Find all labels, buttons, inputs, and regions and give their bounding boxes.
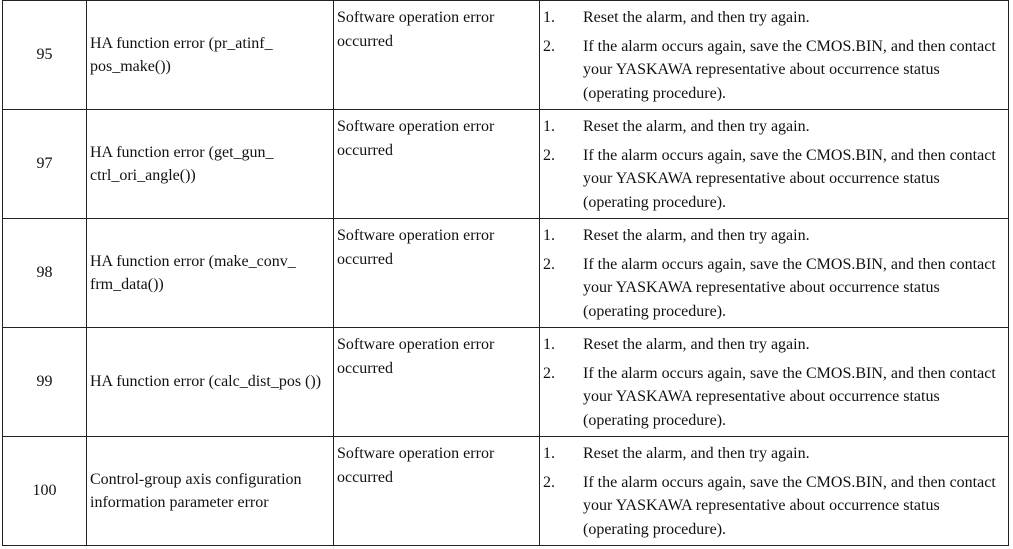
remedy-text: Reset the alarm, and then try again. — [583, 118, 810, 135]
alarm-remedy: 1. Reset the alarm, and then try again. … — [539, 0, 1009, 110]
remedy-text: If the alarm occurs again, save the CMOS… — [583, 37, 996, 102]
remedy-item: 1. Reset the alarm, and then try again. — [543, 442, 1000, 466]
alarm-code: 97 — [2, 109, 87, 219]
alarm-remedy: 1. Reset the alarm, and then try again. … — [539, 327, 1009, 437]
alarm-code: 99 — [2, 327, 87, 437]
remedy-number: 1. — [543, 9, 555, 26]
alarm-code: 100 — [2, 436, 87, 546]
table-row: 100 Control-group axis configuration inf… — [2, 436, 1009, 546]
remedy-number: 2. — [543, 364, 555, 382]
alarm-meaning: HA function error (calc_dist_pos ()) — [86, 327, 334, 437]
alarm-remedy: 1. Reset the alarm, and then try again. … — [539, 218, 1009, 328]
remedy-item: 2. If the alarm occurs again, save the C… — [543, 144, 1000, 215]
remedy-text: Reset the alarm, and then try again. — [583, 9, 810, 26]
remedy-item: 1. Reset the alarm, and then try again. — [543, 224, 1000, 248]
remedy-text: If the alarm occurs again, save the CMOS… — [583, 364, 996, 429]
alarm-meaning: HA function error (get_gun_ ctrl_ori_ang… — [86, 109, 334, 219]
alarm-cause: Software operation error occurred — [333, 436, 540, 546]
table-row: 95 HA function error (pr_atinf_ pos_make… — [2, 0, 1009, 110]
remedy-number: 1. — [543, 336, 555, 353]
alarm-cause: Software operation error occurred — [333, 0, 540, 110]
alarm-cause: Software operation error occurred — [333, 327, 540, 437]
alarm-code: 98 — [2, 218, 87, 328]
remedy-number: 1. — [543, 445, 555, 462]
alarm-code: 95 — [2, 0, 87, 110]
remedy-number: 2. — [543, 146, 555, 164]
remedy-number: 1. — [543, 118, 555, 135]
alarm-cause: Software operation error occurred — [333, 109, 540, 219]
remedy-text: If the alarm occurs again, save the CMOS… — [583, 146, 996, 211]
table-row: 99 HA function error (calc_dist_pos ()) … — [2, 327, 1009, 437]
table-row: 97 HA function error (get_gun_ ctrl_ori_… — [2, 109, 1009, 219]
alarm-cause: Software operation error occurred — [333, 218, 540, 328]
table-row: 98 HA function error (make_conv_ frm_dat… — [2, 218, 1009, 328]
remedy-item: 2. If the alarm occurs again, save the C… — [543, 471, 1000, 542]
remedy-number: 2. — [543, 255, 555, 273]
remedy-number: 1. — [543, 227, 555, 244]
remedy-text: Reset the alarm, and then try again. — [583, 445, 810, 462]
remedy-text: If the alarm occurs again, save the CMOS… — [583, 473, 996, 538]
remedy-item: 2. If the alarm occurs again, save the C… — [543, 35, 1000, 106]
remedy-item: 1. Reset the alarm, and then try again. — [543, 6, 1000, 30]
alarm-meaning: Control-group axis configuration informa… — [86, 436, 334, 546]
alarm-remedy: 1. Reset the alarm, and then try again. … — [539, 436, 1009, 546]
remedy-text: Reset the alarm, and then try again. — [583, 227, 810, 244]
remedy-item: 2. If the alarm occurs again, save the C… — [543, 253, 1000, 324]
alarm-meaning: HA function error (make_conv_ frm_data()… — [86, 218, 334, 328]
remedy-text: Reset the alarm, and then try again. — [583, 336, 810, 353]
remedy-item: 2. If the alarm occurs again, save the C… — [543, 362, 1000, 433]
alarm-remedy: 1. Reset the alarm, and then try again. … — [539, 109, 1009, 219]
remedy-number: 2. — [543, 37, 555, 55]
remedy-number: 2. — [543, 473, 555, 491]
remedy-text: If the alarm occurs again, save the CMOS… — [583, 255, 996, 320]
remedy-item: 1. Reset the alarm, and then try again. — [543, 333, 1000, 357]
remedy-item: 1. Reset the alarm, and then try again. — [543, 115, 1000, 139]
alarm-meaning: HA function error (pr_atinf_ pos_make()) — [86, 0, 334, 110]
